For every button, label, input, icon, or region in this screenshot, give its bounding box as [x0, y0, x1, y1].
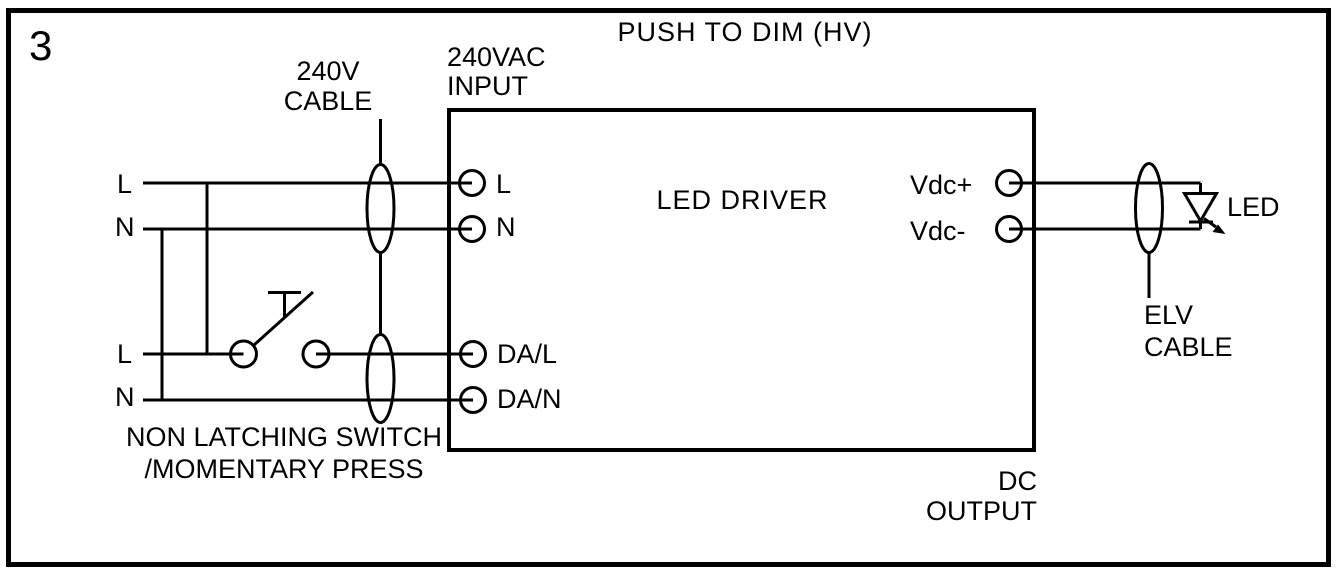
mains-neutral-label: N — [115, 212, 135, 242]
mains-cable-label: 240V CABLE — [248, 56, 408, 116]
dc-output-caption: DC OUTPUT — [837, 466, 1037, 526]
terminal-dan-label: DA/N — [497, 384, 562, 414]
momentary-switch-icon — [229, 290, 331, 369]
terminal-circle-l — [458, 169, 486, 197]
terminal-circle-n — [458, 215, 486, 243]
driver-input-header-line2: INPUT — [447, 71, 528, 101]
switch-live-label: L — [117, 339, 133, 369]
led-arrow-head — [1212, 224, 1226, 234]
terminal-vdc-minus-label: Vdc- — [910, 216, 966, 246]
driver-input-header-line1: 240VAC — [447, 42, 546, 72]
elv-cable-label-line2: CABLE — [1144, 332, 1233, 362]
led-driver-name: LED DRIVER — [656, 185, 829, 215]
elv-cable-label-line1: ELV — [1144, 300, 1194, 330]
terminal-n-label: N — [496, 212, 516, 242]
cable-sheath-icon — [1134, 162, 1164, 254]
dc-output-caption-line1: DC — [998, 466, 1037, 496]
led-label: LED — [1227, 192, 1280, 222]
terminal-dal-label: DA/L — [497, 339, 558, 369]
driver-input-header: 240VAC INPUT — [447, 43, 546, 101]
terminal-circle-dal — [459, 340, 487, 368]
switch-neutral-label: N — [115, 382, 135, 412]
terminal-vdc-plus-label: Vdc+ — [910, 170, 973, 200]
dc-output-caption-line2: OUTPUT — [926, 496, 1037, 526]
switch-lever — [252, 290, 315, 347]
figure-border — [6, 8, 1331, 567]
led-driver-box — [447, 108, 1036, 452]
led-arrow-shaft — [1203, 217, 1217, 229]
mains-cable-label-line1: 240V — [296, 56, 360, 86]
mains-cable-label-line2: CABLE — [283, 86, 373, 116]
switch-caption: NON LATCHING SWITCH /MOMENTARY PRESS — [84, 421, 484, 485]
terminal-circle-dan — [459, 386, 487, 414]
cable-sheath-icon — [365, 163, 396, 254]
switch-contact-left — [229, 339, 258, 369]
wires — [143, 119, 1220, 424]
switch-caption-line2: /MOMENTARY PRESS — [144, 454, 424, 484]
figure-number: 3 — [29, 22, 53, 69]
switch-contact-right — [301, 339, 331, 369]
terminal-circle-vdc-plus — [995, 169, 1023, 197]
elv-cable-label: ELV CABLE — [1144, 299, 1233, 363]
figure-title: PUSH TO DIM (HV) — [617, 17, 873, 47]
terminal-circle-vdc-minus — [995, 215, 1023, 243]
mains-live-label: L — [117, 169, 133, 199]
led-triangle — [1181, 192, 1220, 224]
cable-sheath-icon — [365, 333, 396, 424]
switch-caption-line1: NON LATCHING SWITCH — [126, 422, 442, 452]
terminal-l-label: L — [496, 169, 512, 199]
led-diode-icon — [1181, 183, 1220, 229]
